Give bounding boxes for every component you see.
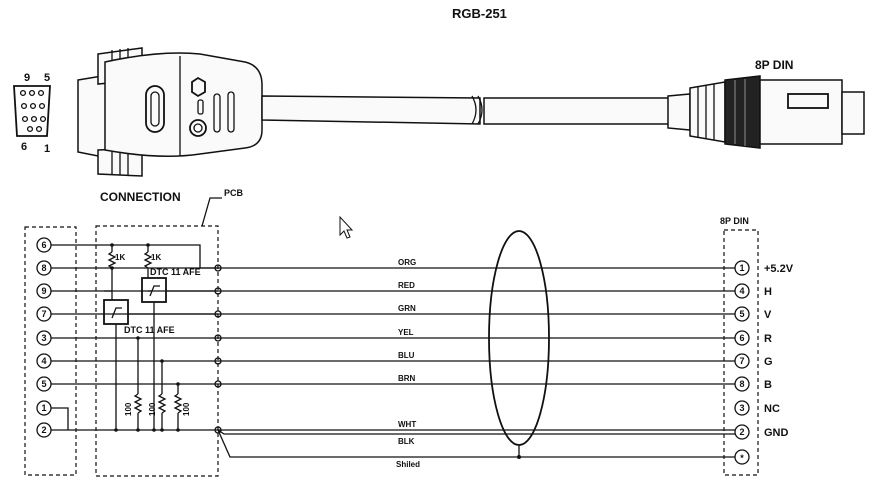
din-pin-number: 2 [739,427,744,437]
dsub-connector-housing [77,47,263,177]
signal-name: G [764,356,773,368]
pcb-box [95,225,219,477]
din-pin-number: * [740,453,744,463]
din-pin-number: 4 [739,286,744,296]
dsub-pin-label: 5 [44,72,50,84]
left-pin-number: 9 [41,286,46,296]
transistor-label: DTC 11 AFE [124,325,175,335]
din-pin-number: 3 [739,403,744,413]
signal-name: B [764,379,772,391]
resistor-label: 100 [124,402,133,416]
din-pin-number: 6 [739,333,744,343]
wire-color-label: ORG [398,258,416,267]
signal-name: NC [764,403,780,415]
dsub-pin-label: 6 [21,141,27,153]
cursor-icon [339,215,354,239]
signal-name: R [764,333,772,345]
din-pin-box [723,229,759,476]
left-pin-number: 3 [41,333,46,343]
din-box-label: 8P DIN [720,216,749,226]
connection-label: CONNECTION [100,190,181,204]
cable-shield [488,230,550,446]
pcb-terminals [214,264,222,434]
signal-name: +5.2V [764,263,794,275]
pcb-leader [201,197,222,227]
signal-name: V [764,309,772,321]
pcb-circuit [51,243,218,432]
wire-color-label: BLK [398,437,415,446]
left-pin-number: 1 [41,403,46,413]
wire-color-label: YEL [398,328,414,337]
pcb-label: PCB [224,188,244,198]
din-pin-number: 5 [739,309,744,319]
din-plug [667,75,865,149]
signal-name: GND [764,427,789,439]
dsub9-connector-face [13,85,51,137]
transistor-label: DTC 11 AFE [150,267,201,277]
left-pin-number: 7 [41,309,46,319]
resistor-label: 1K [115,253,125,262]
left-pin-number: 4 [41,356,46,366]
diagram-title: RGB-251 [452,6,507,21]
wire-color-label: BRN [398,374,416,383]
wire-color-label: Shiled [396,460,420,469]
left-pin-number: 5 [41,379,46,389]
resistor-label: 100 [148,402,157,416]
resistor-label: 100 [182,402,191,416]
dsub-pin-box [24,226,77,476]
left-pin-number: 6 [41,240,46,250]
din-pin-number: 7 [739,356,744,366]
din-pin-column [734,260,750,465]
wire-color-label: GRN [398,304,416,313]
wire-color-label: RED [398,281,415,290]
cable-wires [217,267,735,459]
din-plug-label: 8P DIN [755,58,793,72]
din-pin-number: 1 [739,263,744,273]
wire-color-label: WHT [398,420,416,429]
din-pin-number: 8 [739,379,744,389]
wire-color-label: BLU [398,351,415,360]
resistor-label: 1K [151,253,161,262]
left-pin-number: 8 [41,263,46,273]
signal-name: H [764,286,772,298]
dsub-pin-label: 9 [24,72,30,84]
dsub-pin-label: 1 [44,143,50,155]
cable [261,95,673,125]
left-pin-number: 2 [41,425,46,435]
